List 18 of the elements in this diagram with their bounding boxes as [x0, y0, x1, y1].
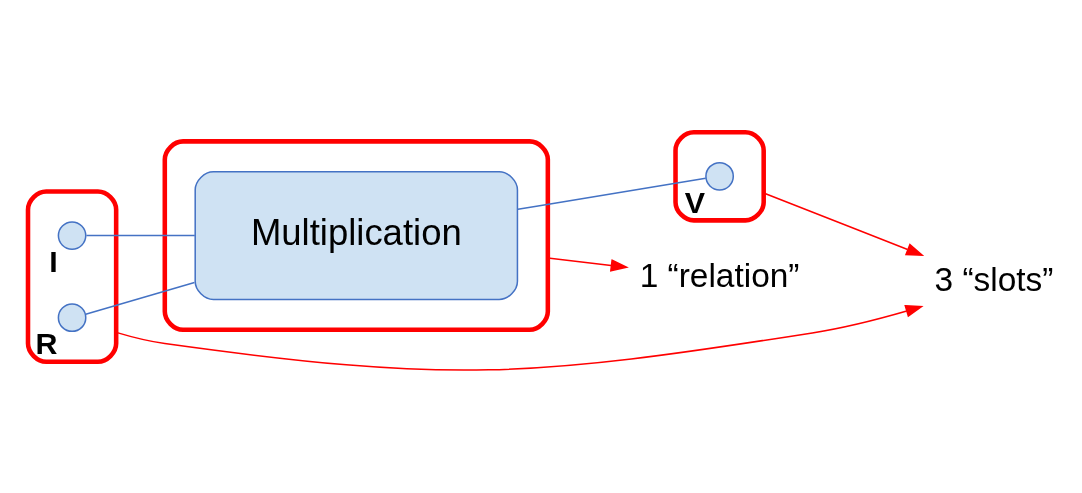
node-text: 3 “slots” [934, 260, 1054, 298]
arrow [762, 191, 925, 256]
node-circle [57, 302, 87, 332]
node-box: Multiplication [194, 170, 519, 300]
connector [85, 234, 196, 236]
node-label: I [49, 243, 58, 278]
connector [517, 177, 707, 210]
arrow [115, 304, 924, 371]
node-circle [57, 220, 87, 250]
node-label: V [684, 184, 705, 219]
connector [84, 281, 196, 315]
cluster [162, 138, 551, 332]
node-label: R [35, 325, 58, 360]
node-text: 1 “relation” [639, 256, 800, 294]
cluster [673, 129, 766, 223]
node-circle [705, 161, 735, 191]
cluster [25, 188, 119, 364]
arrow [547, 256, 629, 272]
